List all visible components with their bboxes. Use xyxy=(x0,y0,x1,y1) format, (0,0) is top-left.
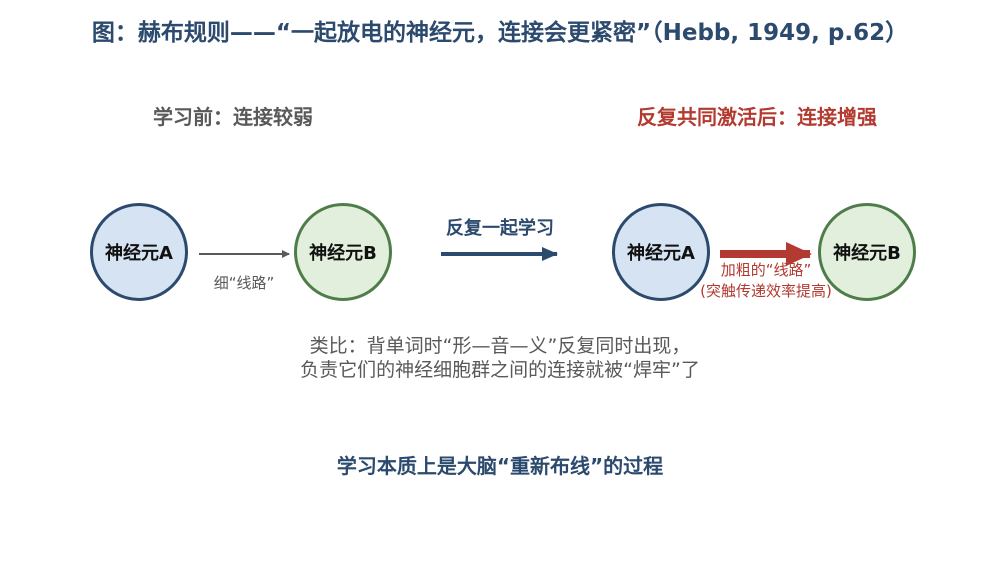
before-learning-label: 学习前：连接较弱 xyxy=(153,105,313,129)
analogy-line-1: 类比：背单词时“形—音—义”反复同时出现， xyxy=(309,335,691,357)
conclusion-text: 学习本质上是大脑“重新布线”的过程 xyxy=(336,454,664,478)
strong-connection-caption-line1: 加粗的“线路” xyxy=(720,261,812,279)
before-neuron-a-label: 神经元A xyxy=(105,243,173,264)
before-neuron-b: 神经元B xyxy=(294,203,392,301)
after-neuron-a-label: 神经元A xyxy=(627,243,695,264)
after-neuron-b: 神经元B xyxy=(818,203,916,301)
before-neuron-a: 神经元A xyxy=(90,203,188,301)
after-neuron-a: 神经元A xyxy=(612,203,710,301)
analogy-text: 类比：背单词时“形—音—义”反复同时出现， 负责它们的神经细胞群之间的连接就被“… xyxy=(0,334,1000,382)
after-learning-label: 反复共同激活后：连接增强 xyxy=(637,105,877,129)
strong-connection-caption: 加粗的“线路” (突触传递效率提高) xyxy=(700,260,832,302)
before-neuron-b-label: 神经元B xyxy=(309,243,377,264)
after-neuron-b-label: 神经元B xyxy=(833,243,901,264)
process-label: 反复一起学习 xyxy=(446,218,554,239)
analogy-line-2: 负责它们的神经细胞群之间的连接就被“焊牢”了 xyxy=(300,359,700,381)
weak-connection-caption: 细“线路” xyxy=(213,274,275,292)
diagram-title: 图：赫布规则——“一起放电的神经元，连接会更紧密”（Hebb, 1949, p.… xyxy=(91,20,909,46)
strong-connection-caption-line2: (突触传递效率提高) xyxy=(700,282,832,300)
